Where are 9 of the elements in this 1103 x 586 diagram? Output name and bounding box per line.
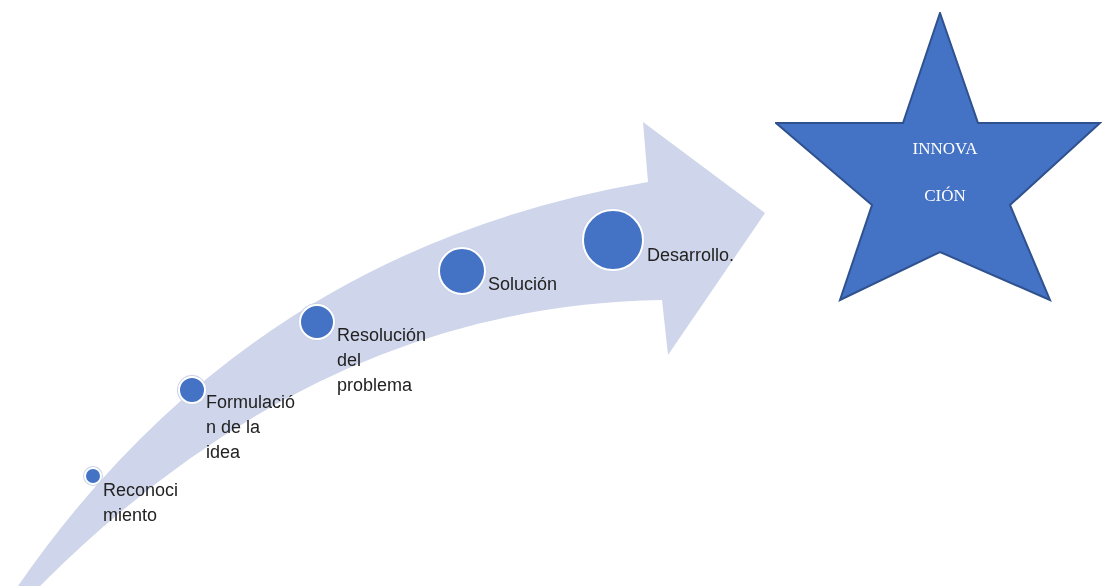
step-label: Reconoci miento xyxy=(103,479,180,527)
circle-marker xyxy=(299,304,335,340)
star-label: INNOVA CIÓN xyxy=(911,138,979,207)
circle-marker xyxy=(178,376,206,404)
step-label: Resolución del problema xyxy=(337,324,428,397)
step-label: Desarrollo. xyxy=(647,244,736,267)
circle-marker xyxy=(84,467,102,485)
step-label: Formulació n de la idea xyxy=(206,391,297,464)
step-label: Solución xyxy=(488,273,559,296)
